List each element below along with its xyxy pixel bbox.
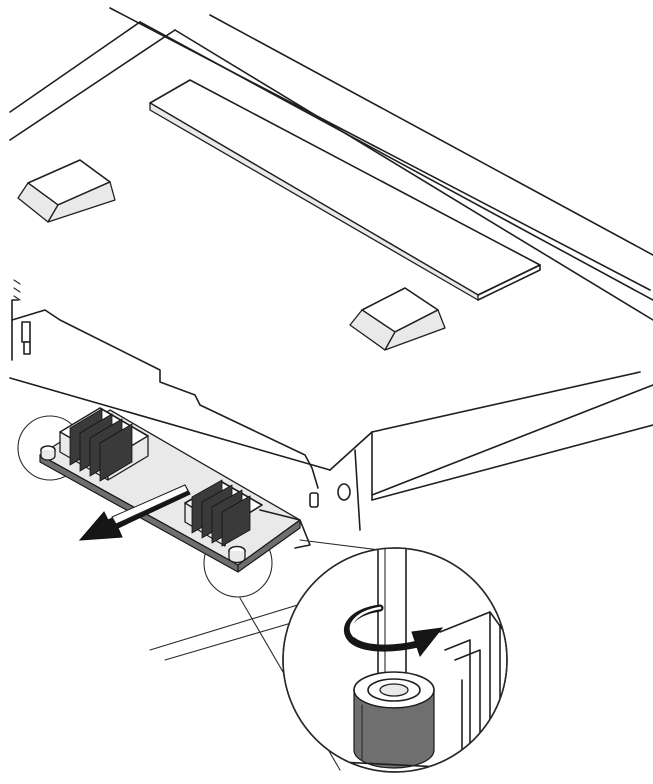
- wall-screw: [309, 483, 351, 508]
- board-screw-right: [228, 545, 246, 564]
- heatsink-left: [59, 407, 149, 482]
- board-screw-left: [40, 445, 56, 461]
- rotate-clockwise-arrow: [343, 604, 444, 658]
- latch: [13, 279, 31, 355]
- detail-zoom: [282, 547, 508, 773]
- foot-pad-left: [17, 159, 116, 223]
- heatsink-right: [184, 479, 263, 547]
- direction-arrow: [78, 484, 191, 541]
- chassis-top-cover: [9, 7, 653, 531]
- top-rail: [149, 79, 541, 301]
- foot-pad-right: [349, 287, 446, 351]
